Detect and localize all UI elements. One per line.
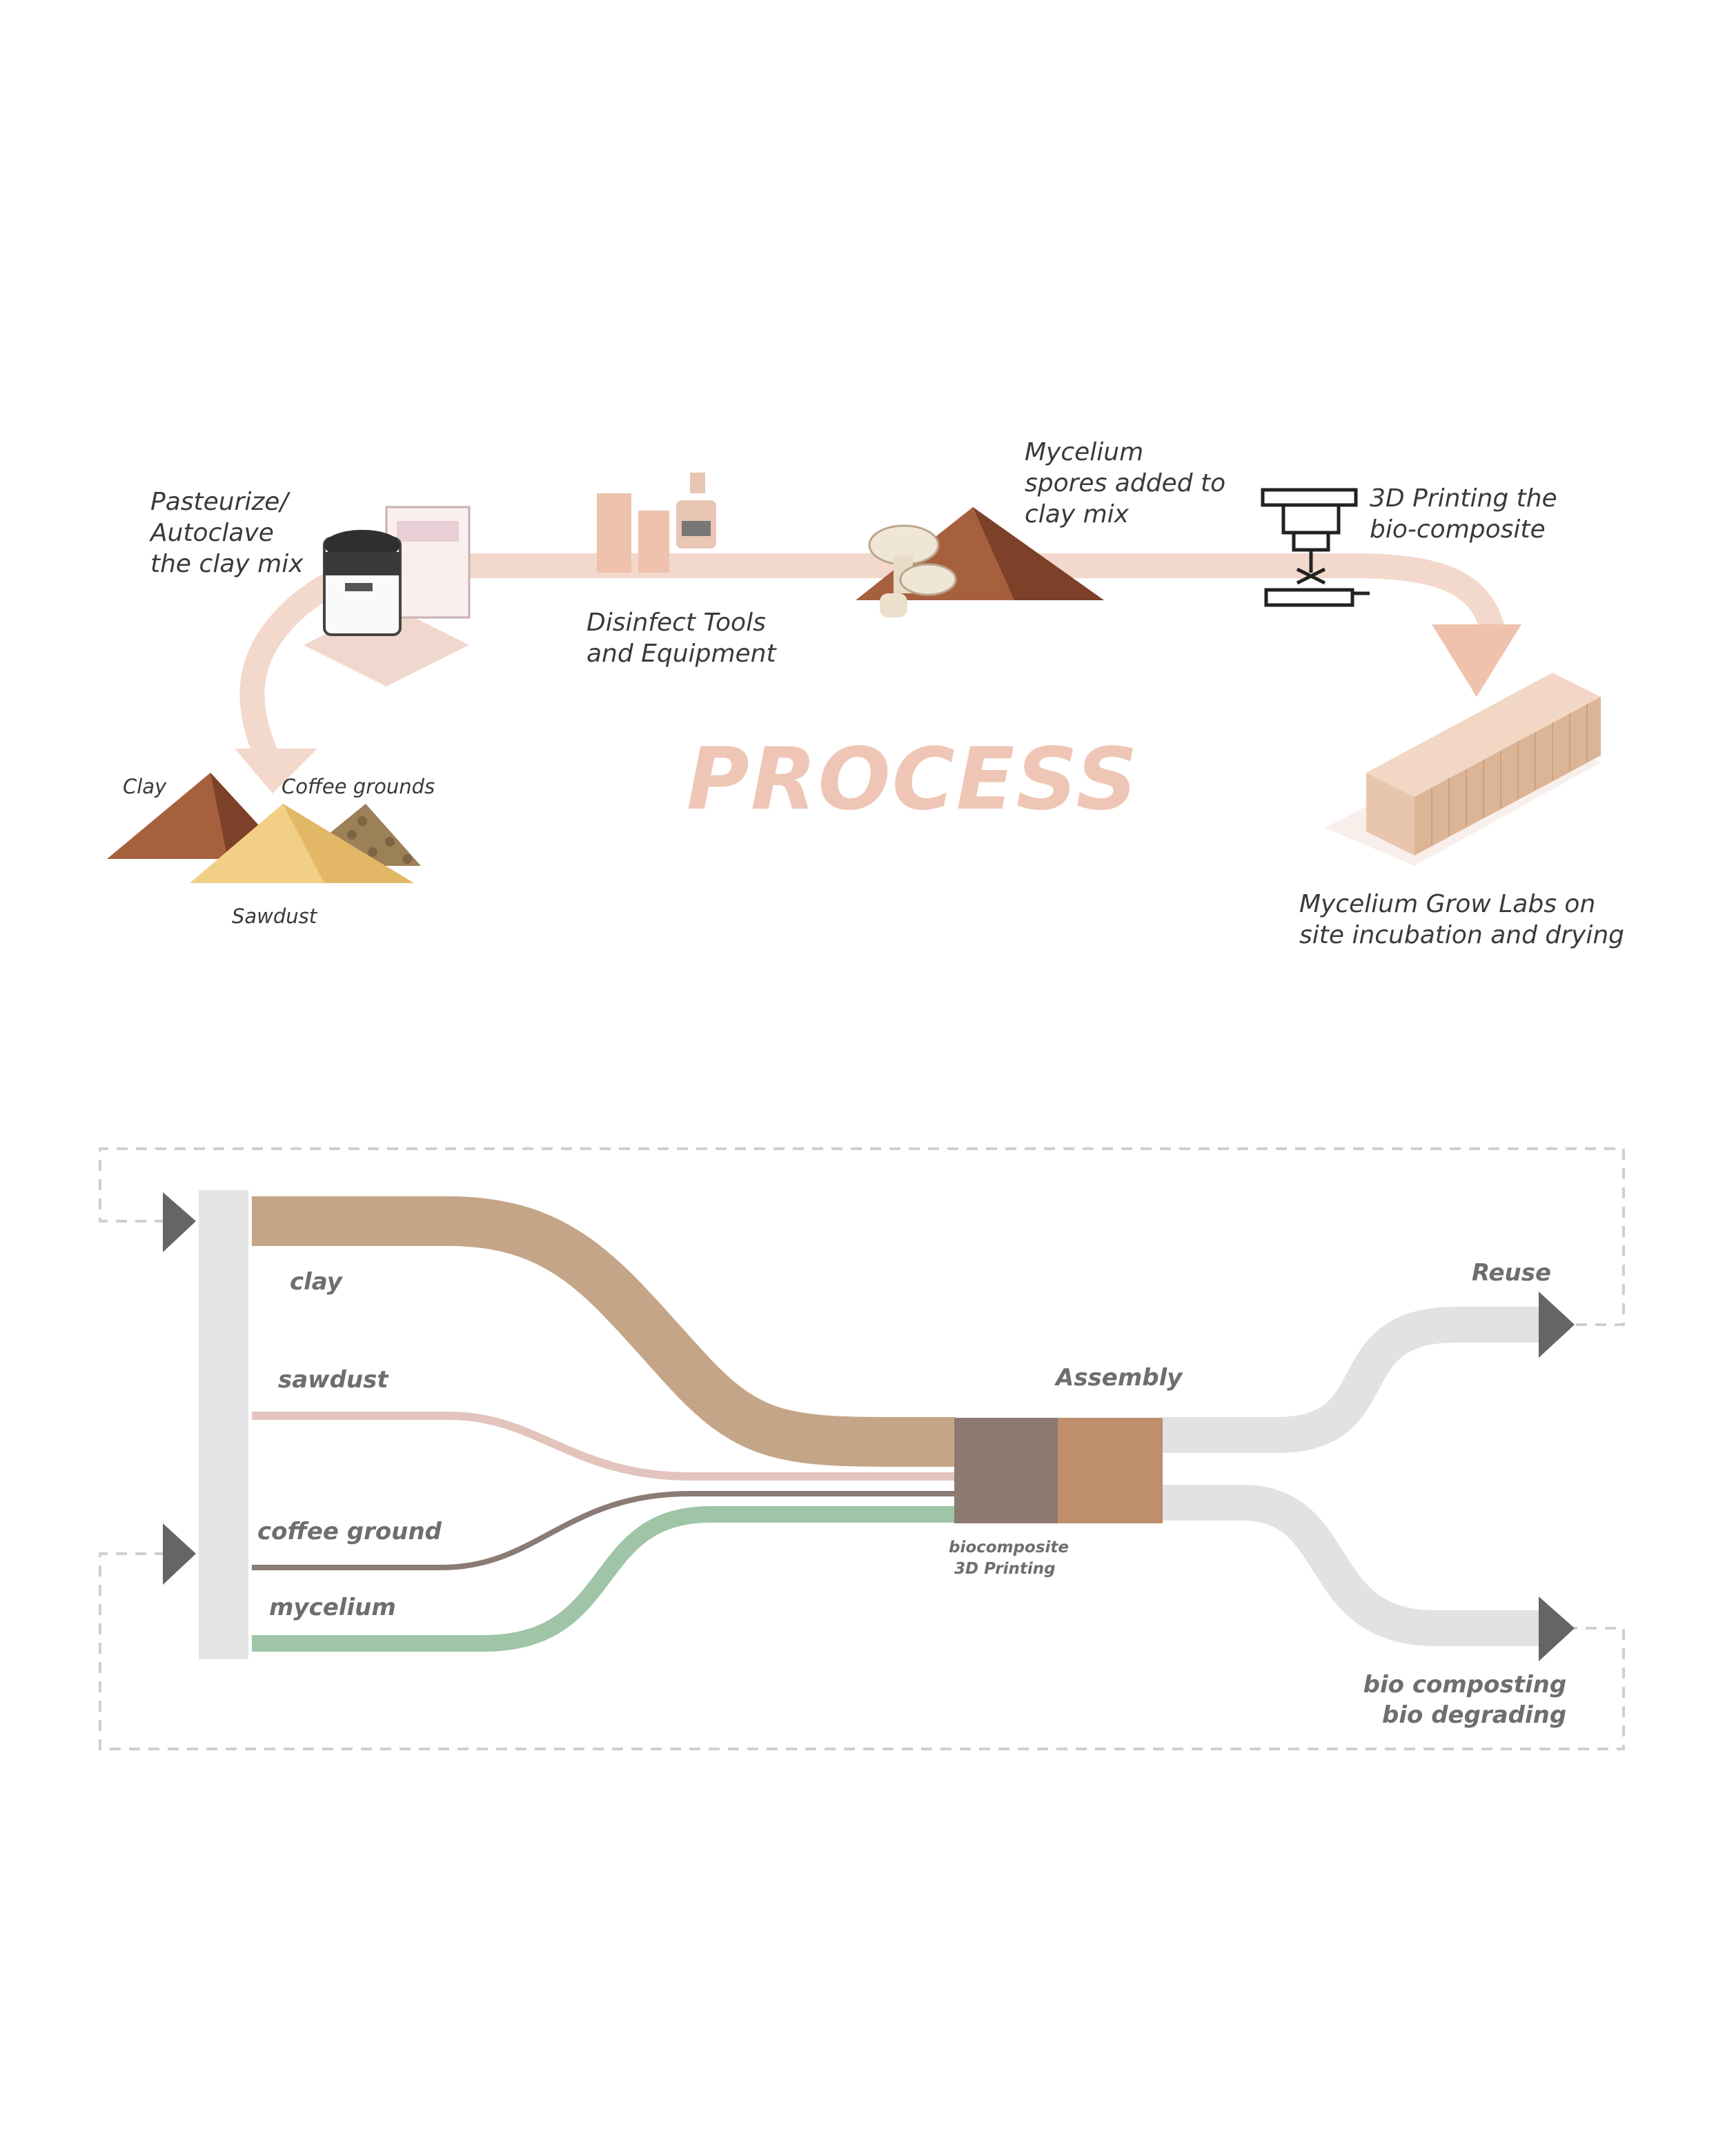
3d-printer-icon	[1261, 488, 1370, 607]
grow-labs-label: Mycelium Grow Labs on site incubation an…	[1299, 890, 1625, 949]
flow-mycelium	[252, 1506, 956, 1652]
grow-lab-building-icon	[1325, 673, 1601, 866]
input-arrow-top-icon	[163, 1192, 196, 1252]
mycelium-spores-label: Mycelium spores added to clay mix	[1025, 438, 1226, 528]
clay-material-label: Clay	[123, 775, 167, 798]
process-arrowhead-start	[235, 749, 317, 793]
loop-border-bottom	[99, 1552, 1625, 1750]
assembly-node-right	[1058, 1418, 1163, 1523]
printing-label: 3D Printing the bio-composite	[1370, 484, 1557, 544]
autoclave-icon	[304, 506, 471, 686]
flow-coffee	[252, 1491, 956, 1570]
flow-reuse	[1163, 1307, 1542, 1453]
input-label-mycelium: mycelium	[269, 1594, 396, 1621]
output-label-compost: bio composting bio degrading	[1363, 1671, 1567, 1730]
loop-border-top	[99, 1147, 1625, 1326]
coffee-material-label: Coffee grounds	[282, 775, 435, 798]
disinfect-label: Disinfect Tools and Equipment	[586, 609, 776, 668]
input-label-coffee-ground: coffee ground	[257, 1518, 442, 1545]
flow-clay	[252, 1196, 956, 1467]
flow-sawdust	[252, 1412, 956, 1481]
output-label-reuse: Reuse	[1472, 1259, 1552, 1287]
output-arrow-reuse-icon	[1539, 1292, 1575, 1358]
input-arrow-bottom-icon	[163, 1523, 196, 1585]
input-bar	[199, 1190, 248, 1659]
input-label-clay: clay	[290, 1268, 342, 1296]
node-caption: biocomposite 3D Printing	[949, 1539, 1069, 1579]
assembly-label: Assembly	[1056, 1364, 1183, 1392]
pasteurize-label: Pasteurize/ Autoclave the clay mix	[150, 488, 304, 578]
process-title: PROCESS	[687, 730, 1139, 829]
input-label-sawdust: sawdust	[278, 1366, 388, 1394]
disinfect-bottles-icon	[597, 473, 716, 573]
sawdust-material-label: Sawdust	[232, 904, 317, 928]
flow-compost	[1163, 1485, 1542, 1646]
process-arrowhead-end	[1432, 624, 1521, 697]
assembly-node-left	[954, 1418, 1058, 1523]
output-arrow-compost-icon	[1539, 1596, 1575, 1661]
mushroom-pile-icon	[856, 507, 1104, 617]
sawdust-pile-icon	[190, 804, 414, 883]
